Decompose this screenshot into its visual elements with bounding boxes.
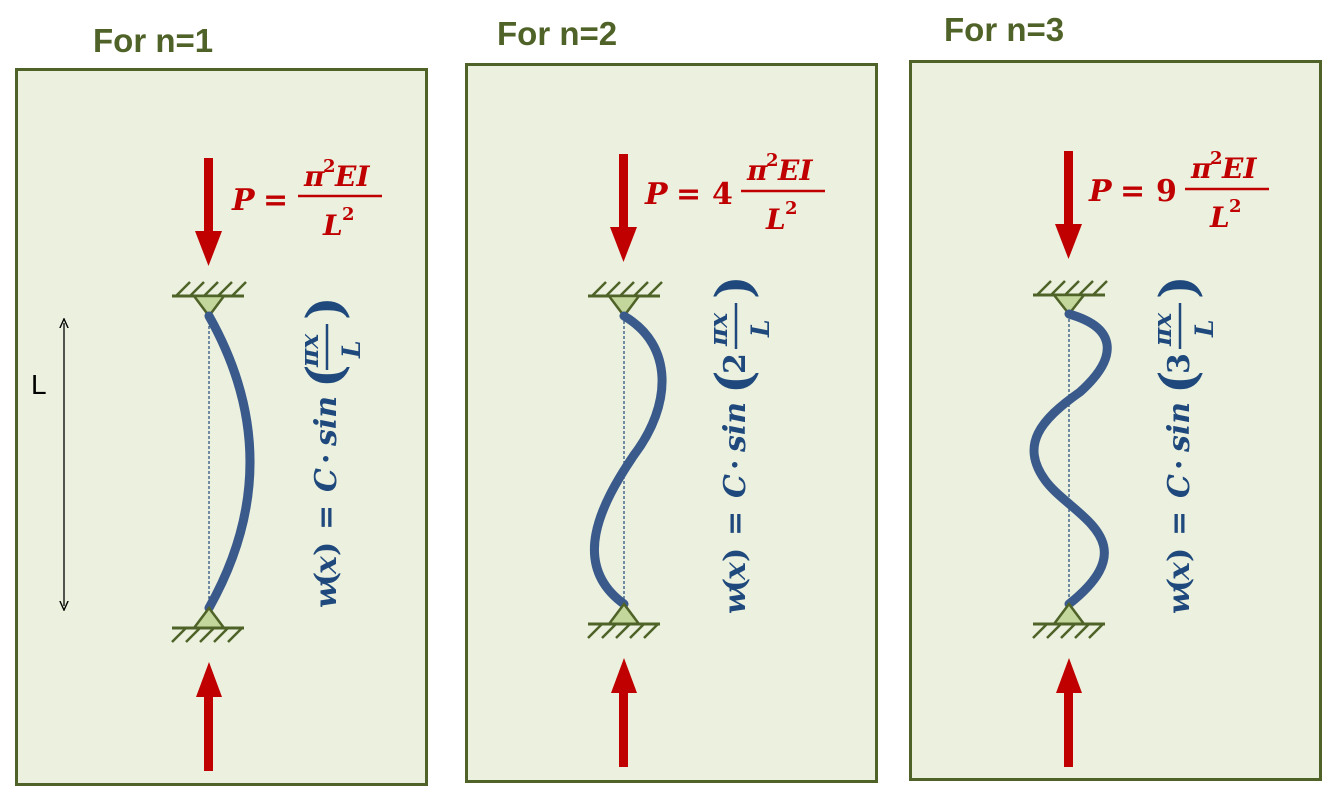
svg-text:(: ( [295,364,354,388]
buckled-beam [590,311,667,609]
load-arrow-top [610,154,637,262]
svg-text:w: w [1162,587,1197,614]
svg-text:=: = [1120,174,1145,209]
length-label: L [31,369,47,400]
svg-text:2: 2 [1229,196,1242,217]
pin-support-bottom [1032,601,1105,639]
svg-text:): ) [718,548,753,562]
svg-text:L: L [1209,201,1230,234]
panel-n3 [909,60,1322,781]
svg-text:π: π [746,154,768,187]
svg-text:π: π [1190,152,1212,185]
svg-text:L: L [322,209,343,242]
pin-support-top [588,281,663,319]
svg-text:): ) [1162,548,1197,562]
svg-text:·: · [718,460,753,470]
svg-text:2: 2 [342,204,355,225]
svg-text:C: C [309,468,344,492]
pin-support-top [1033,280,1108,317]
svg-text:3: 3 [1162,353,1197,374]
svg-text:EI: EI [334,160,370,193]
svg-text:πx: πx [295,333,324,368]
svg-text:·: · [309,454,344,464]
svg-text:x: x [718,561,753,581]
svg-text:): ) [1148,275,1207,299]
svg-text:P: P [644,177,669,212]
svg-text:x: x [1162,561,1197,581]
svg-text:=: = [676,177,701,212]
load-equation: P = 9 π 2 EI L 2 [1088,148,1269,234]
svg-text:EI: EI [1221,152,1257,185]
svg-text:π: π [303,160,325,193]
load-arrow-bottom [611,658,637,767]
svg-text:P: P [231,183,256,218]
svg-text:=: = [1162,511,1197,536]
svg-text:(: ( [1162,578,1197,592]
panel-1-drawing: P = π 2 EI L 2 L [31,156,382,771]
svg-text:sin: sin [1162,402,1197,453]
pin-support-bottom [587,601,660,639]
svg-text:=: = [309,505,344,530]
load-arrow-bottom [1056,658,1082,767]
svg-text:): ) [295,296,354,320]
svg-text:P: P [1088,174,1113,209]
svg-text:w: w [309,581,344,608]
svg-text:(: ( [309,572,344,586]
load-arrow-top [1055,151,1082,259]
svg-text:L: L [337,340,366,359]
load-equation: P = π 2 EI L 2 [231,156,382,242]
svg-text:sin: sin [309,396,344,447]
buckled-beam [1029,309,1112,609]
svg-text:2: 2 [323,156,336,177]
mode-shape-equation: w ( x ) = C · sin ( πx L ) [295,296,366,608]
buckled-beam [204,311,255,613]
svg-text:(: ( [704,370,763,394]
panel-2-title: For n=2 [497,15,618,52]
svg-text:sin: sin [718,402,753,453]
svg-text:(: ( [718,578,753,592]
panel-n2 [465,63,878,783]
mode-shape-equation: w ( x ) = C · sin ( 2 πx L ) [704,275,775,614]
svg-text:2: 2 [718,353,753,374]
load-equation: P = 4 π 2 EI L 2 [644,150,825,236]
svg-text:L: L [765,203,786,236]
svg-text:x: x [309,555,344,575]
svg-text:=: = [718,511,753,536]
svg-text:L: L [746,319,775,338]
svg-text:C: C [718,474,753,498]
svg-text:9: 9 [1156,174,1177,209]
svg-text:πx: πx [704,312,733,347]
svg-text:(: ( [1148,370,1207,394]
pin-support-top [172,281,247,319]
mode-shape-equation: w ( x ) = C · sin ( 3 πx L ) [1148,275,1219,614]
svg-text:w: w [718,587,753,614]
svg-text:4: 4 [712,177,733,212]
panel-2-drawing: P = 4 π 2 EI L 2 w ( x [587,150,825,767]
svg-text:C: C [1162,474,1197,498]
load-arrow-bottom [196,662,222,771]
svg-text:πx: πx [1148,312,1177,347]
load-arrow-top [195,158,222,266]
svg-text:2: 2 [766,150,779,171]
svg-text:L: L [1190,319,1219,338]
panel-1-title: For n=1 [93,22,214,59]
pin-support-bottom [171,605,244,643]
svg-text:): ) [704,275,763,299]
svg-text:): ) [309,542,344,556]
svg-text:·: · [1162,460,1197,470]
svg-text:2: 2 [1210,148,1223,169]
panel-3-drawing: P = 9 π 2 EI L 2 w ( x [1029,148,1269,767]
panel-n1 [15,68,428,786]
svg-text:2: 2 [785,198,798,219]
svg-text:EI: EI [777,154,813,187]
panel-3-title: For n=3 [944,11,1065,48]
svg-text:=: = [263,183,288,218]
